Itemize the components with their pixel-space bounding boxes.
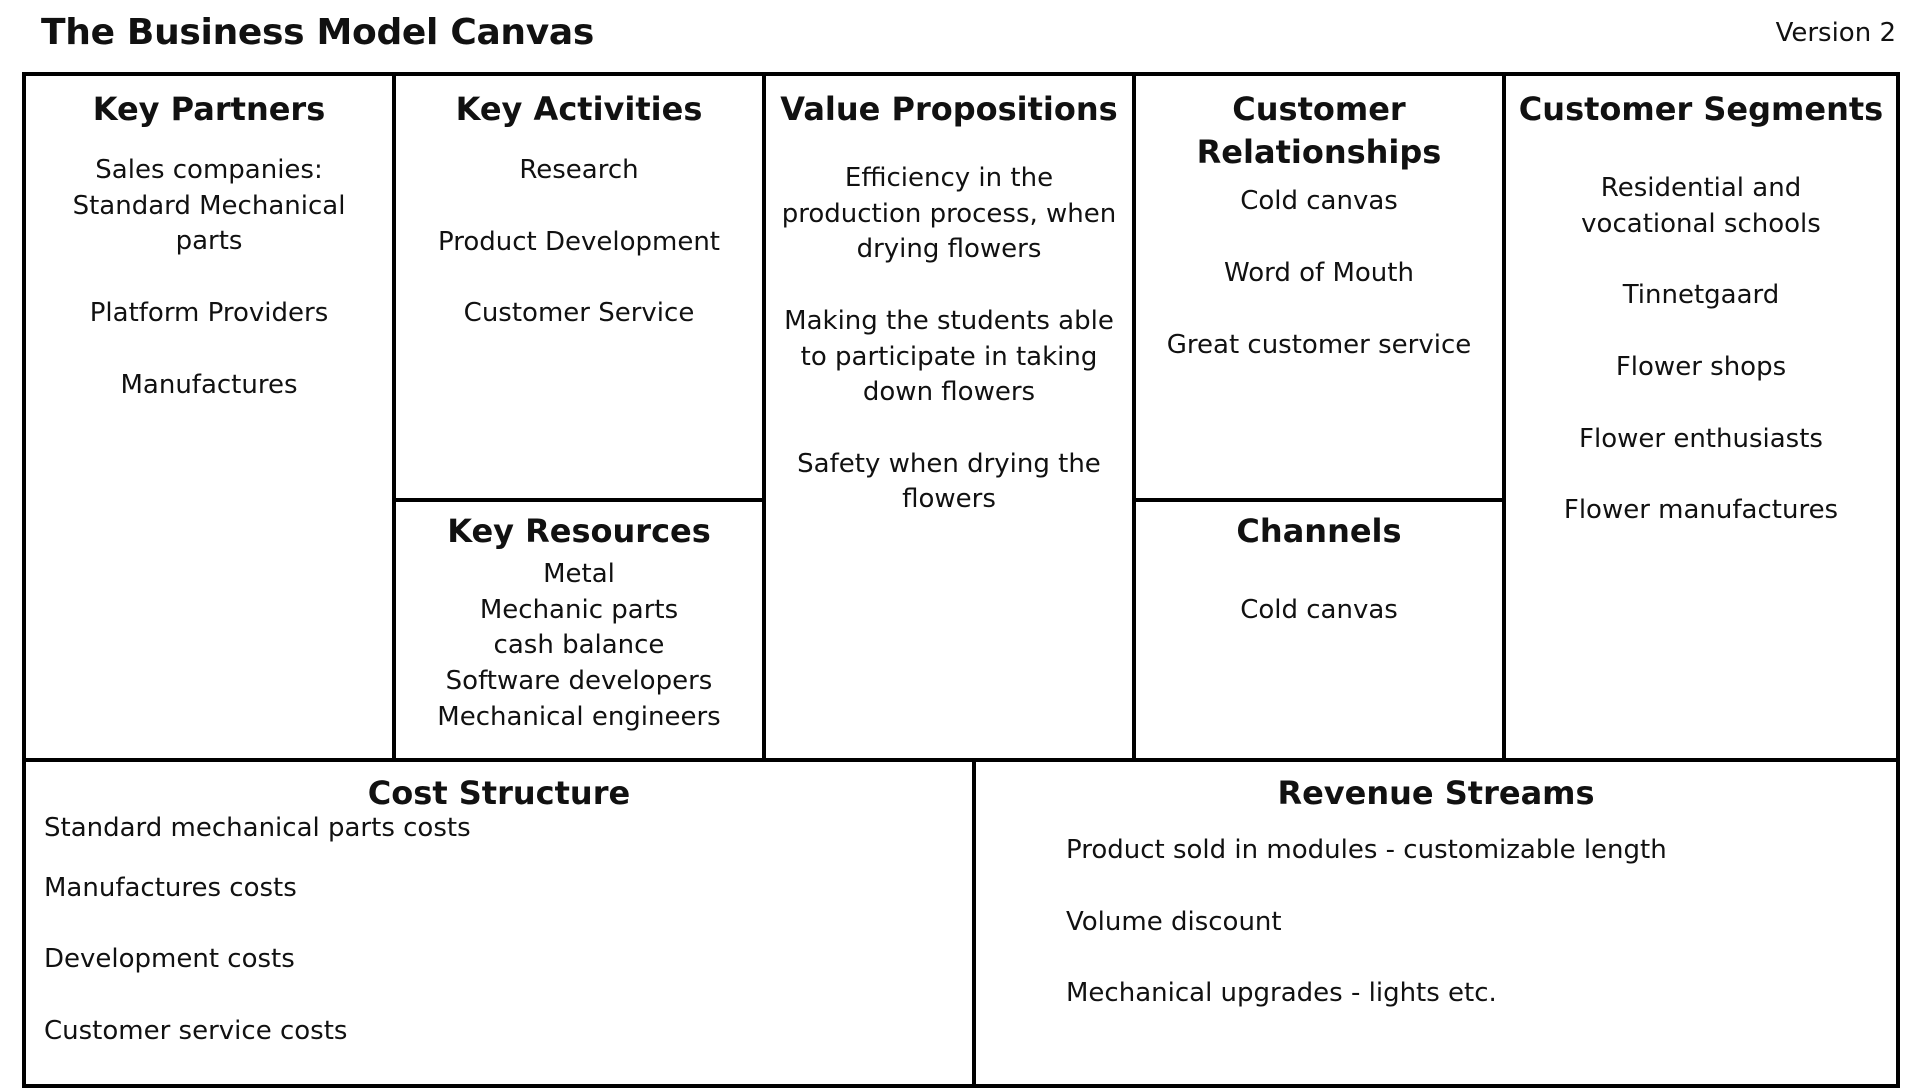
cost-structure-title: Cost Structure xyxy=(367,774,631,812)
value-propositions-item: Safety when drying the flowers xyxy=(797,448,1101,515)
key-resources-title: Key Resources xyxy=(447,512,711,550)
key-partners-block: Key Partners Sales companies: Standard M… xyxy=(22,72,396,762)
value-propositions-title: Value Propositions xyxy=(780,90,1118,128)
customer-relationships-item: Word of Mouth xyxy=(1224,257,1414,288)
key-activities-title: Key Activities xyxy=(455,90,703,128)
cost-structure-block: Cost Structure Standard mechanical parts… xyxy=(22,758,976,1088)
customer-relationships-title: Customer Relationships xyxy=(1196,90,1442,172)
revenue-streams-title: Revenue Streams xyxy=(1277,774,1595,812)
key-resources-item: Mechanic parts xyxy=(479,594,679,625)
key-activities-item: Customer Service xyxy=(463,298,695,329)
page-title: The Business Model Canvas xyxy=(41,12,595,53)
value-propositions-item: Making the students able to participate … xyxy=(784,306,1114,408)
key-resources-item: cash balance xyxy=(493,630,665,661)
channels-block: Channels Cold canvas xyxy=(1132,498,1506,762)
channels-item: Cold canvas xyxy=(1240,595,1398,626)
key-partners-item: Platform Providers xyxy=(89,298,329,329)
customer-segments-block: Customer Segments Residential and vocati… xyxy=(1502,72,1900,762)
customer-segments-item: Tinnetgaard xyxy=(1622,280,1780,311)
key-resources-item: Metal xyxy=(543,559,615,590)
cost-structure-item: Standard mechanical parts costs xyxy=(44,813,471,844)
revenue-streams-item: Volume discount xyxy=(1066,906,1282,937)
key-activities-block: Key Activities Research Product Developm… xyxy=(392,72,766,502)
revenue-streams-block: Revenue Streams Product sold in modules … xyxy=(972,758,1900,1088)
key-resources-item: Mechanical engineers xyxy=(437,701,721,732)
value-propositions-block: Value Propositions Efficiency in the pro… xyxy=(762,72,1136,762)
cost-structure-item: Manufactures costs xyxy=(44,872,297,903)
cost-structure-item: Customer service costs xyxy=(44,1016,348,1047)
customer-segments-title: Customer Segments xyxy=(1518,90,1884,128)
business-model-canvas: Key Partners Sales companies: Standard M… xyxy=(22,72,1900,1088)
key-activities-item: Research xyxy=(519,155,639,186)
revenue-streams-item: Mechanical upgrades - lights etc. xyxy=(1066,978,1497,1009)
customer-segments-item: Flower manufactures xyxy=(1563,495,1839,526)
customer-segments-item: Residential and vocational schools xyxy=(1581,173,1821,239)
value-propositions-item: Efficiency in the production process, wh… xyxy=(781,163,1117,265)
key-resources-block: Key Resources Metal Mechanic parts cash … xyxy=(392,498,766,762)
version-label: Version 2 xyxy=(1775,18,1896,48)
key-activities-item: Product Development xyxy=(437,226,720,257)
customer-segments-item: Flower shops xyxy=(1615,352,1787,383)
customer-relationships-block: Customer Relationships Cold canvas Word … xyxy=(1132,72,1506,502)
revenue-streams-item: Product sold in modules - customizable l… xyxy=(1066,835,1667,866)
key-partners-item: Sales companies: Standard Mechanical par… xyxy=(72,155,346,257)
key-partners-title: Key Partners xyxy=(92,90,326,128)
customer-relationships-item: Great customer service xyxy=(1166,329,1472,360)
customer-segments-item: Flower enthusiasts xyxy=(1579,423,1823,454)
cost-structure-item: Development costs xyxy=(44,944,295,975)
key-partners-item: Manufactures xyxy=(120,369,298,400)
customer-relationships-item: Cold canvas xyxy=(1240,186,1398,217)
channels-title: Channels xyxy=(1236,512,1402,550)
key-resources-item: Software developers xyxy=(445,666,713,697)
